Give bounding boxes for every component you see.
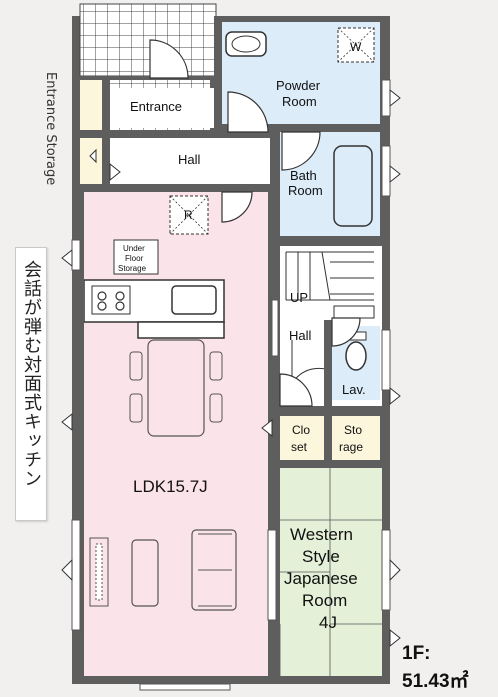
porch-tile <box>79 3 217 77</box>
japanese-room-label-3: Japanese <box>284 569 358 588</box>
closet-label-2: set <box>291 440 308 454</box>
bath-room-label-2: Room <box>288 183 323 198</box>
entrance-storage-label: Entrance Storage <box>43 72 58 186</box>
toilet-bowl <box>345 341 367 371</box>
bathtub <box>333 145 373 227</box>
window-marks <box>61 88 401 648</box>
kitchen-sink <box>171 285 217 315</box>
washer-cross <box>337 27 375 63</box>
japanese-room-label-2: Style <box>302 547 340 566</box>
stairs <box>285 251 375 395</box>
under-floor-label-3: Storage <box>118 264 147 273</box>
stove <box>91 285 131 315</box>
counter-ledge <box>137 321 225 339</box>
japanese-room-label-4: Room <box>302 591 347 610</box>
doors <box>149 39 361 407</box>
closet-label-1: Clo <box>292 423 310 437</box>
closet <box>280 416 324 460</box>
ldk-label: LDK15.7J <box>133 477 208 496</box>
windows <box>71 79 391 691</box>
storage-label-2: rage <box>339 440 363 454</box>
washer-label: W <box>350 40 362 54</box>
lavatory-label: Lav. <box>342 382 366 397</box>
tatami-lines <box>279 468 382 676</box>
powder-room-label-1: Powder <box>276 78 321 93</box>
bath-room-label-1: Bath <box>290 168 317 183</box>
powder-sink-bowl <box>231 35 261 53</box>
storage-label-1: Sto <box>344 423 362 437</box>
under-floor-label-1: Under <box>123 244 145 253</box>
dining-table <box>147 339 205 437</box>
floor-label: 1F: <box>402 643 431 664</box>
entrance-label: Entrance <box>130 99 182 114</box>
refrigerator-cross <box>169 195 209 235</box>
refrigerator-label: R <box>184 208 193 222</box>
floor-area: 51.43㎡ <box>402 671 469 692</box>
interior-walls <box>80 16 382 684</box>
hall-upper-label: Hall <box>178 152 201 167</box>
tv <box>95 543 103 601</box>
kitchen-callout: 会話が弾む対面式キッチン <box>15 247 47 521</box>
japanese-room-label-1: Western <box>290 525 353 544</box>
coffee-table <box>131 539 159 607</box>
upper-hall <box>110 138 270 184</box>
powder-room-label-2: Room <box>282 94 317 109</box>
under-floor-storage <box>113 239 159 275</box>
sofa-cushions <box>198 533 232 607</box>
hall-stair-label: Hall <box>289 328 312 343</box>
under-floor-label-2: Floor <box>125 254 144 263</box>
stove-burners <box>97 291 125 311</box>
dining-chairs <box>129 351 223 423</box>
stair-up-label: UP <box>290 290 308 305</box>
floor-area-info: 1F: 51.43㎡ <box>402 640 469 696</box>
callout-text: 会話が弾む対面式キッチン <box>21 260 42 488</box>
storage-room <box>332 416 380 460</box>
entrance-floor <box>110 88 214 128</box>
japanese-room-label-5: 4J <box>319 613 337 632</box>
